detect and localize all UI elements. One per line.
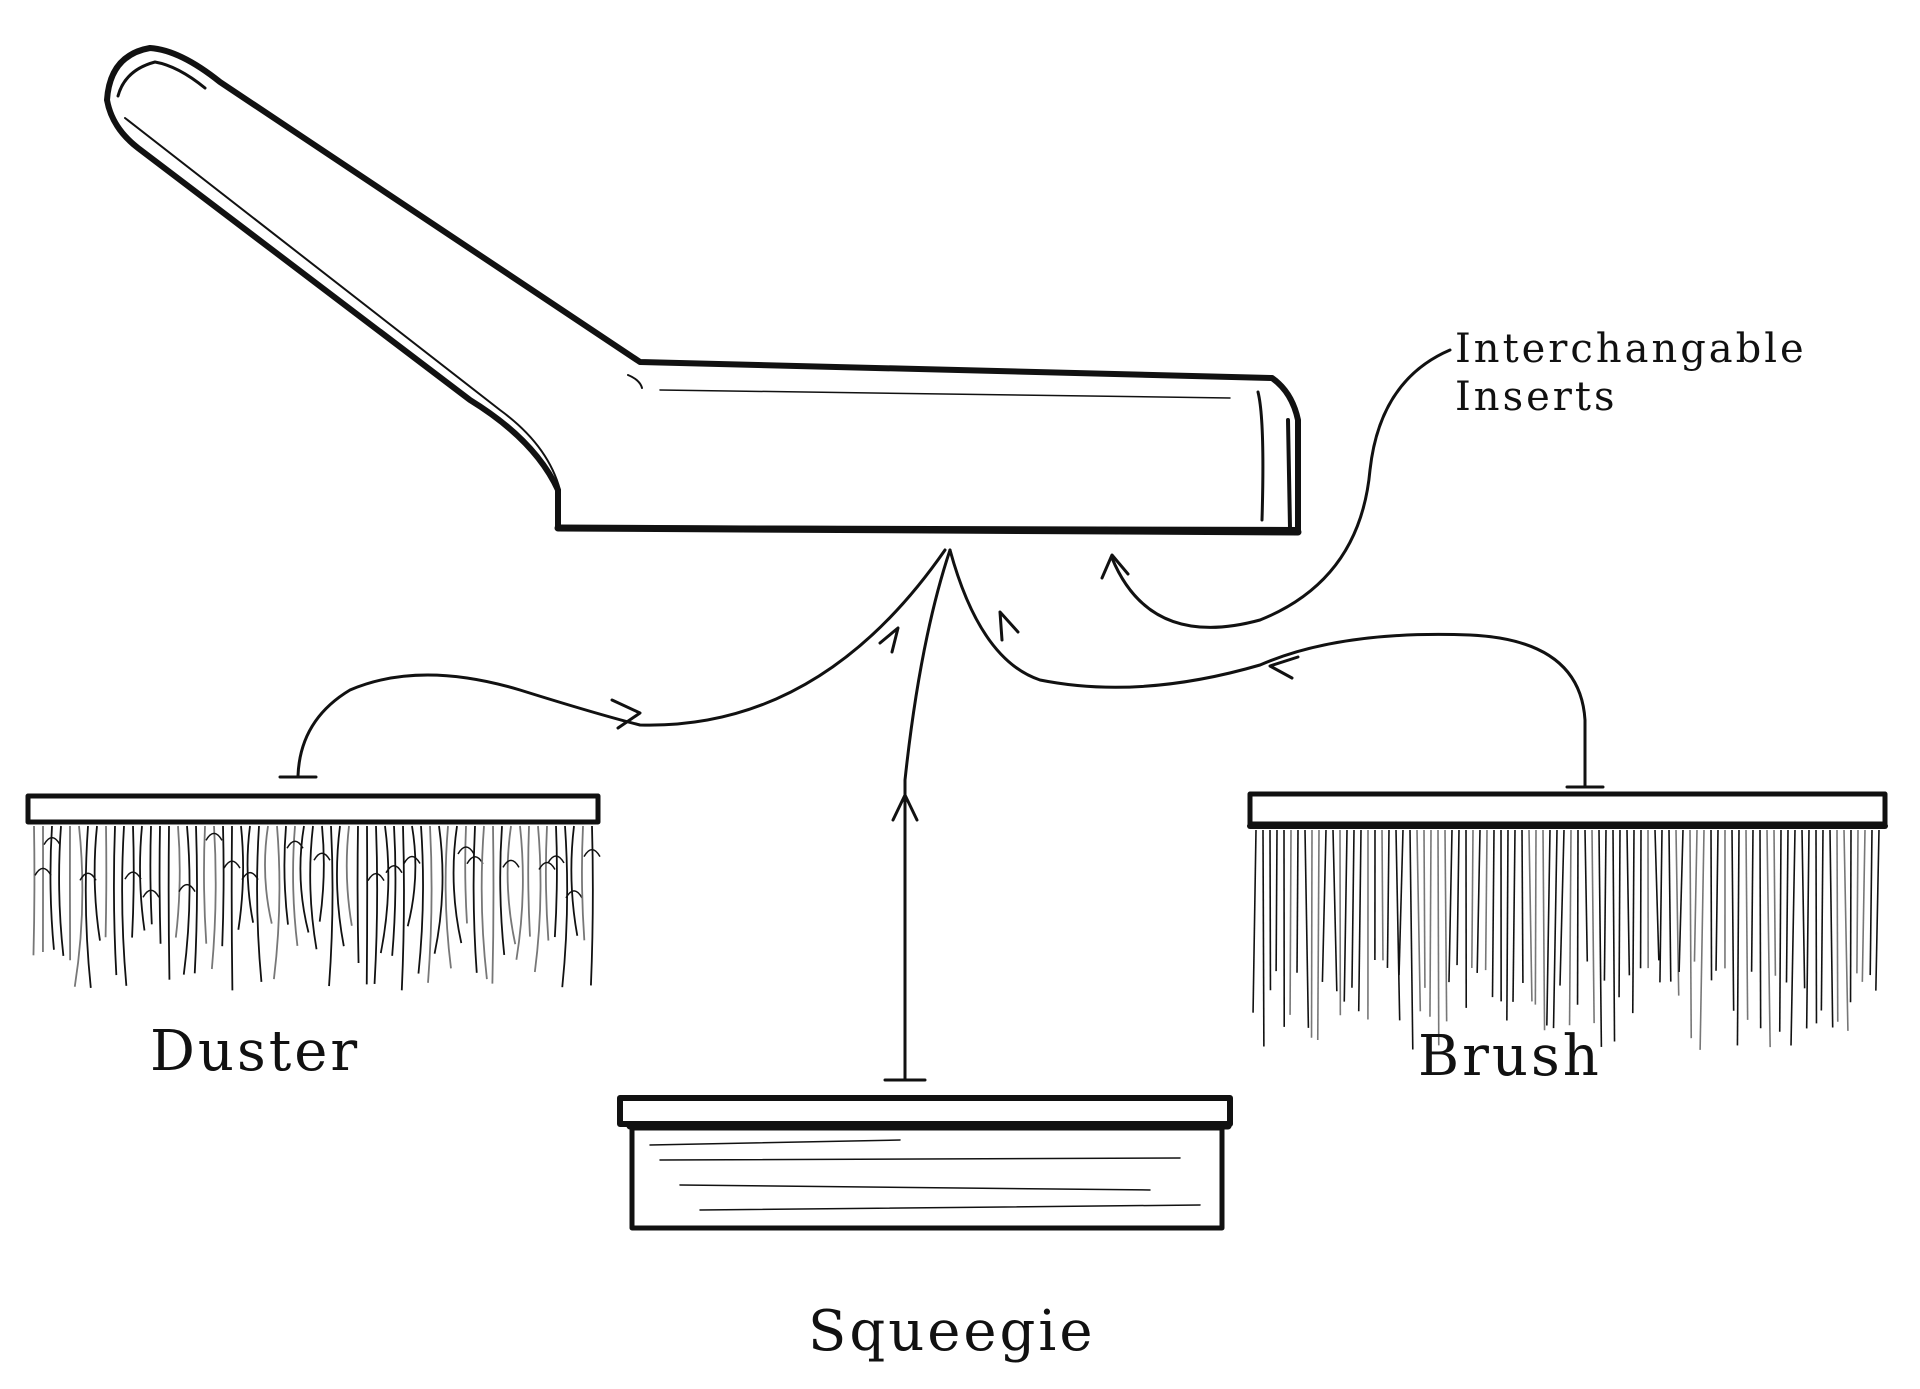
vacuum-attachment-head-icon <box>104 45 1302 536</box>
duster-connector-arrow <box>278 548 947 779</box>
squeegie-label: Squeegie <box>808 1299 1095 1364</box>
brush-label: Brush <box>1418 1024 1602 1089</box>
brush-insert-icon <box>1247 791 1888 1050</box>
callout-label-line2: Inserts <box>1455 374 1617 420</box>
duster-label: Duster <box>150 1019 360 1084</box>
callout-label-line1: Interchangable <box>1455 326 1807 372</box>
callout-arrow <box>1100 348 1452 629</box>
duster-insert-icon <box>25 793 601 991</box>
squeegie-connector-arrow <box>883 548 952 1082</box>
squeegee-insert-icon <box>617 1095 1233 1231</box>
brush-connector-arrow <box>948 548 1605 789</box>
